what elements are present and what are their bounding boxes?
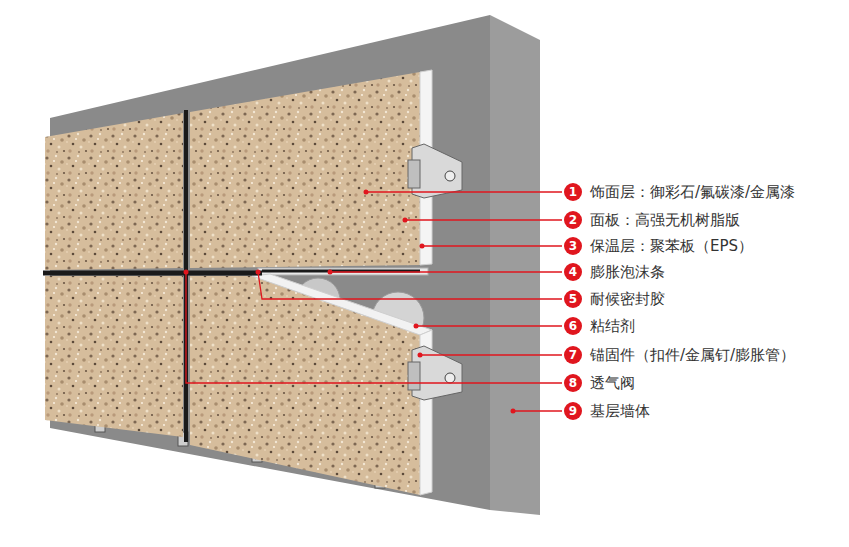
callout-number: 5 bbox=[564, 290, 582, 308]
callout-number: 8 bbox=[564, 374, 582, 392]
callout-label: 饰面层：御彩石/氟碳漆/金属漆 bbox=[588, 183, 797, 201]
panel bbox=[190, 276, 420, 495]
panel bbox=[45, 276, 183, 437]
callout-number: 2 bbox=[564, 211, 582, 229]
insulation-cut bbox=[252, 274, 432, 335]
callout-number: 6 bbox=[564, 317, 582, 335]
callout-label: 面板：高强无机树脂版 bbox=[588, 211, 742, 229]
joint bbox=[43, 271, 262, 276]
callout-number: 1 bbox=[564, 183, 582, 201]
callout-number: 4 bbox=[564, 263, 582, 281]
callout-label: 粘结剂 bbox=[588, 317, 637, 335]
panel bbox=[45, 113, 183, 270]
callout-number: 9 bbox=[564, 402, 582, 420]
leader-lines bbox=[186, 192, 562, 411]
callout-label: 透气阀 bbox=[588, 374, 637, 392]
anchor bbox=[408, 144, 462, 198]
callout-label: 耐候密封胶 bbox=[588, 290, 667, 308]
anchor bbox=[408, 346, 462, 400]
wall-side bbox=[490, 15, 540, 515]
leader-dots bbox=[184, 190, 516, 414]
callout-number: 3 bbox=[564, 237, 582, 255]
callout-number: 7 bbox=[564, 346, 582, 364]
callout-label: 锚固件（扣件/金属钉/膨胀管） bbox=[588, 346, 797, 364]
callout-label: 膨胀泡沫条 bbox=[588, 263, 667, 281]
callout-label: 基层墙体 bbox=[588, 402, 652, 420]
callout-label: 保温层：聚苯板（EPS） bbox=[588, 237, 755, 255]
panel bbox=[190, 72, 420, 268]
